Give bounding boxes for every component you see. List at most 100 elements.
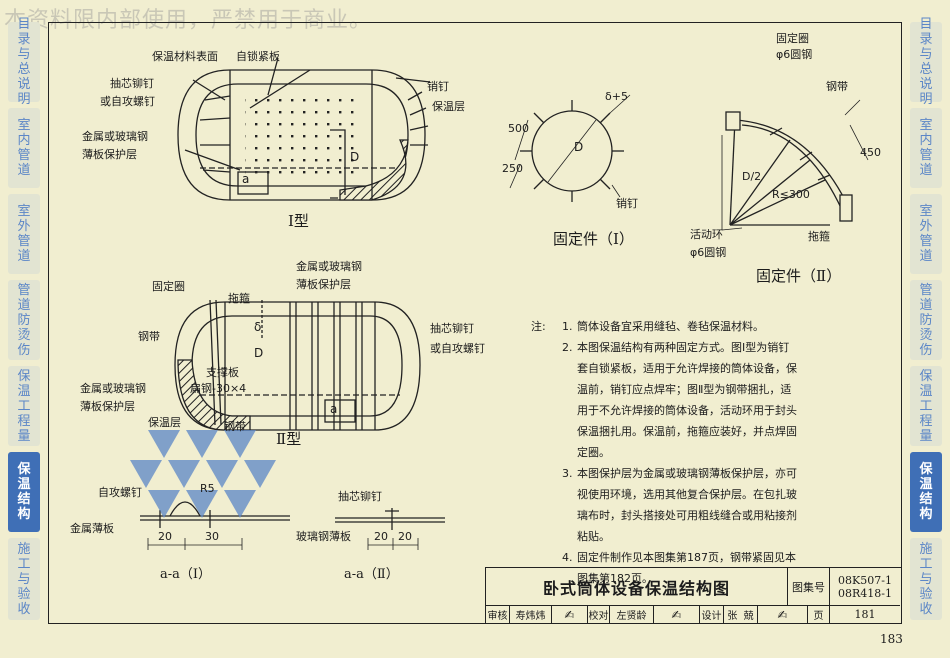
nav-tab-3[interactable]: 室外管道 — [8, 194, 40, 274]
nav-tab-6[interactable]: 保温结构 — [8, 452, 40, 532]
label-self-tap-screw: 或自攻螺钉 — [100, 95, 155, 108]
page-label: 页 — [808, 606, 830, 623]
nav-tab-label: 施工与验收 — [17, 541, 31, 617]
label-sheet-protection: 薄板保护层 — [82, 148, 137, 161]
drawing-frame — [48, 22, 902, 624]
nav-tab-label: 保温工程量 — [919, 368, 933, 444]
nav-tab-label: 保温工程量 — [17, 368, 31, 444]
label-dim-250: 250 — [502, 162, 523, 175]
label-rivet-section: 抽芯铆钉 — [338, 490, 382, 503]
label-radius-300: R≤300 — [772, 188, 810, 201]
label-metal-or-frp-3: 金属或玻璃钢 — [80, 382, 146, 395]
label-fix-ring-2: 固定圈 — [152, 280, 185, 293]
label-frp-sheet: 玻璃钢薄板 — [296, 530, 351, 543]
notes: 注:1.筒体设备宜采用缝毡、卷毡保温材料。 2.本图保温结构有两种固定方式。图Ⅰ… — [531, 316, 798, 589]
fixed-part-1 — [509, 94, 631, 202]
label-delta-plus-5: δ+5 — [605, 90, 628, 103]
title-section-aa-2: a-a（Ⅱ） — [344, 567, 399, 582]
label-r5: R5 — [200, 482, 215, 495]
label-active-ring: 活动环 — [690, 228, 723, 241]
label-dim-20a: 20 — [374, 530, 388, 543]
label-steel-bar-6: φ6圆钢 — [776, 48, 813, 61]
label-dim-20: 20 — [158, 530, 172, 543]
label-hoop-2: 拖箍 — [228, 292, 250, 305]
label-flat-steel: 扁钢-30×4 — [190, 382, 247, 395]
title-type-2: Ⅱ型 — [276, 430, 302, 448]
atlas-page: 181 — [854, 608, 876, 621]
label-sheet-protection-2: 薄板保护层 — [296, 278, 351, 291]
label-hoop: 拖箍 — [808, 230, 830, 243]
atlas-number-1: 08K507-1 — [838, 573, 892, 587]
title-type-1: Ⅰ型 — [288, 212, 309, 230]
nav-tab-6[interactable]: 保温结构 — [910, 452, 942, 532]
nav-tab-5[interactable]: 保温工程量 — [8, 366, 40, 446]
label-steel-band-left: 钢带 — [138, 330, 160, 343]
nav-tab-label: 室内管道 — [919, 118, 933, 178]
drawing-title: 卧式筒体设备保温结构图 — [486, 568, 788, 606]
label-dim-500: 500 — [508, 122, 529, 135]
vessel-type-2 — [174, 299, 421, 431]
nav-tab-4[interactable]: 管道防烫伤 — [910, 280, 942, 360]
title-fixed-part-1: 固定件（Ⅰ） — [553, 230, 634, 248]
reviewer-signature: ✍ — [552, 606, 588, 623]
label-metal-or-frp: 金属或玻璃钢 — [82, 130, 148, 143]
title-section-aa-1: a-a（Ⅰ） — [160, 567, 212, 582]
label-pin: 销钉 — [427, 80, 449, 93]
designer-name: 张 兢 — [724, 606, 758, 623]
triangle-watermark-icon — [130, 430, 276, 518]
nav-tab-7[interactable]: 施工与验收 — [8, 538, 40, 620]
nav-tab-label: 室外管道 — [919, 204, 933, 264]
nav-tab-label: 保温结构 — [919, 462, 933, 522]
label-support-plate: 支撑板 — [206, 366, 239, 379]
page-number: 183 — [880, 632, 903, 646]
nav-tab-label: 室内管道 — [17, 118, 31, 178]
note-1: 筒体设备宜采用缝毡、卷毡保温材料。 — [577, 320, 764, 333]
nav-tab-2[interactable]: 室内管道 — [8, 108, 40, 188]
atlas-label: 图集号 — [788, 568, 830, 606]
title-block: 卧式筒体设备保温结构图 图集号 08K507-1 08R418-1 审核 寿炜炜… — [485, 567, 902, 624]
label-rivet-2: 抽芯铆钉 — [430, 322, 474, 335]
fixed-part-2 — [721, 99, 869, 231]
label-self-tap-screw-section: 自攻螺钉 — [98, 486, 142, 499]
label-metal-sheet: 金属薄板 — [70, 522, 114, 535]
label-steel-band-bottom: 钢带 — [224, 420, 246, 433]
reviewer-name: 寿炜炜 — [510, 606, 552, 623]
nav-tab-label: 管道防烫伤 — [17, 282, 31, 358]
label-fixed1-pin: 销钉 — [616, 197, 638, 210]
nav-tab-4[interactable]: 管道防烫伤 — [8, 280, 40, 360]
label-section-a-2: a — [330, 402, 338, 416]
note-4: 固定件制作见本图集第187页，钢带紧固见本图集第182页。 — [577, 551, 796, 585]
notes-head: 注: — [531, 320, 546, 333]
note-2: 本图保温结构有两种固定方式。图Ⅰ型为销钉套自锁紧板，适用于允许焊接的筒体设备，保… — [577, 341, 797, 459]
label-rivet: 抽芯铆钉 — [110, 77, 154, 90]
label-half-diameter: D/2 — [742, 170, 762, 183]
nav-tab-label: 目录与总说明 — [17, 17, 31, 107]
label-steel-bar-6b: φ6圆钢 — [690, 246, 727, 259]
nav-tab-label: 室外管道 — [17, 204, 31, 264]
checker-name: 左贤龄 — [610, 606, 654, 623]
nav-tab-label: 管道防烫伤 — [919, 282, 933, 358]
nav-tab-7[interactable]: 施工与验收 — [910, 538, 942, 620]
nav-tab-label: 目录与总说明 — [919, 17, 933, 107]
nav-tab-label: 保温结构 — [17, 462, 31, 522]
label-dim-450: 450 — [860, 146, 881, 159]
label-sheet-protection-3: 薄板保护层 — [80, 400, 135, 413]
designer-signature: ✍ — [758, 606, 808, 623]
label-insulation-2: 保温层 — [148, 416, 181, 429]
nav-tab-5[interactable]: 保温工程量 — [910, 366, 942, 446]
label-self-lock-plate: 自锁紧板 — [236, 50, 280, 63]
nav-tab-1[interactable]: 目录与总说明 — [910, 17, 942, 107]
label-fix-ring: 固定圈 — [776, 32, 809, 45]
label-diameter-2: D — [254, 346, 264, 360]
label-dim-20b: 20 — [398, 530, 412, 543]
label-self-tap-screw-2: 或自攻螺钉 — [430, 342, 485, 355]
nav-tab-label: 施工与验收 — [919, 541, 933, 617]
label-material-surface: 保温材料表面 — [152, 50, 218, 63]
watermark: 本资料限内部使用，严禁用于商业。 — [4, 8, 373, 33]
nav-tab-3[interactable]: 室外管道 — [910, 194, 942, 274]
note-3: 本图保护层为金属或玻璃钢薄板保护层，亦可视使用环境，选用其他复合保护层。在包扎玻… — [577, 467, 797, 543]
label-section-a: a — [242, 172, 250, 186]
section-aa-2 — [335, 508, 445, 550]
nav-tab-1[interactable]: 目录与总说明 — [8, 17, 40, 107]
nav-tab-2[interactable]: 室内管道 — [910, 108, 942, 188]
